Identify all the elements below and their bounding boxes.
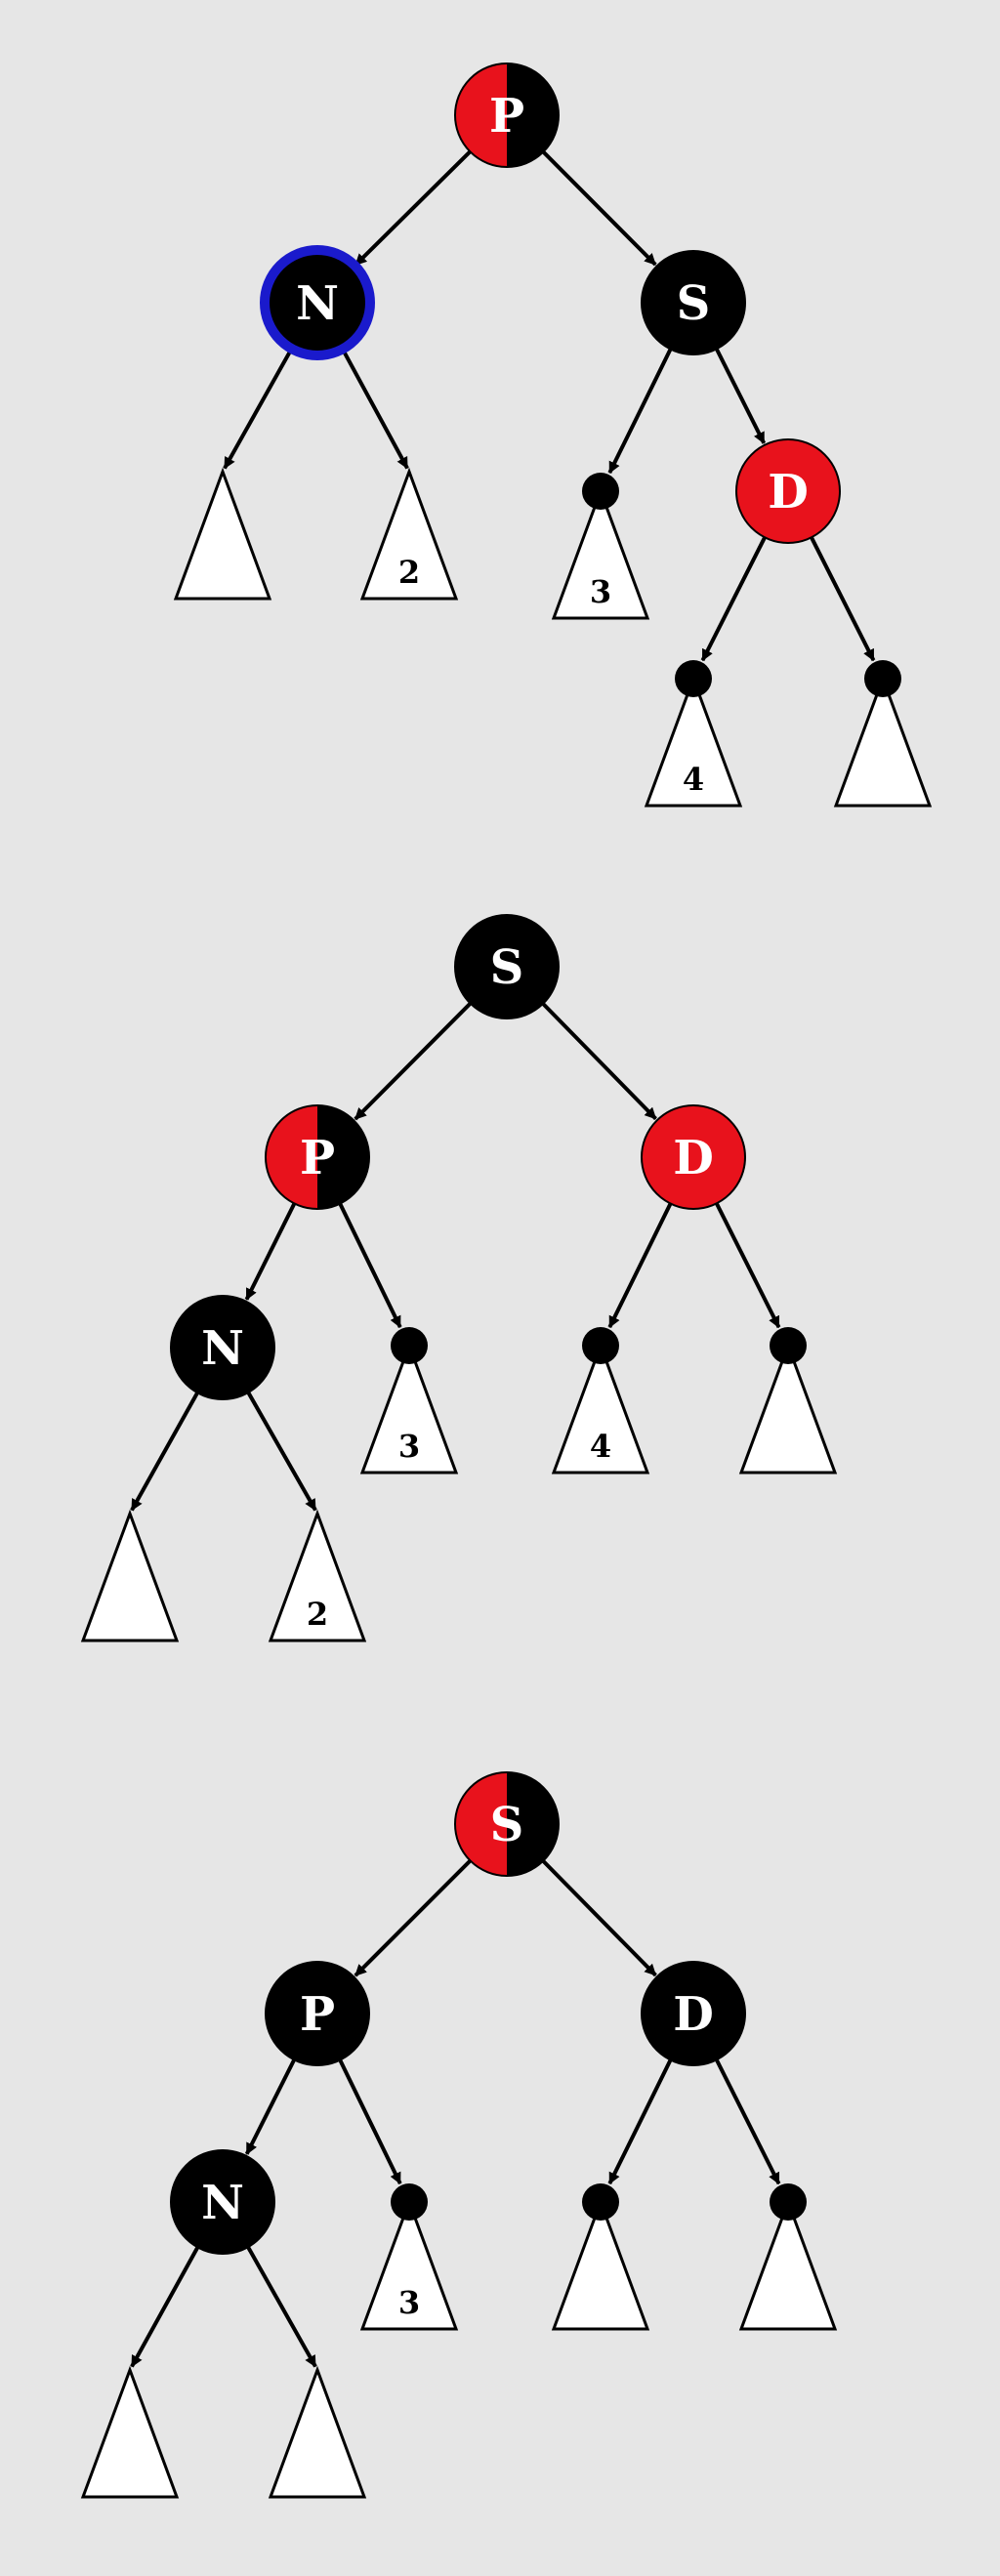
subtree-triangle	[268, 1509, 367, 1642]
subtree-step-2-c	[738, 1327, 838, 1475]
node-label: P	[489, 89, 524, 144]
tree-node-step-2-N: N	[170, 1295, 275, 1400]
subtree-step-3-d	[80, 2365, 180, 2499]
subtree-step-1-c: 3	[551, 473, 650, 620]
subtree-step-2-a: 3	[359, 1327, 459, 1475]
subtree-triangle	[551, 486, 650, 620]
null-node-dot	[582, 2183, 619, 2221]
edge-step-3-N-e	[246, 2246, 317, 2368]
edge-step-2-D-b	[607, 1202, 673, 1329]
null-node-dot	[770, 1327, 807, 1364]
subtree-label: 2	[398, 554, 420, 591]
node-label: N	[201, 1321, 244, 1376]
node-label: D	[673, 1987, 714, 2042]
edge-step-3-N-d	[130, 2246, 200, 2368]
highlight-ring	[260, 245, 375, 360]
edge-step-1-D-d	[700, 536, 767, 662]
subtree-triangle	[268, 2365, 367, 2499]
edge-step-2-S-D	[541, 1002, 657, 1121]
subtree-triangle	[173, 467, 272, 601]
node-label: D	[673, 1131, 714, 1185]
edge-step-2-D-c	[715, 1202, 781, 1329]
node-label: N	[201, 2176, 244, 2230]
subtree-triangle	[738, 2197, 838, 2331]
subtree-triangle	[359, 467, 459, 601]
null-node-dot	[675, 660, 712, 697]
subtree-triangle	[738, 1341, 838, 1475]
node-label: N	[296, 276, 339, 331]
subtree-label: 2	[307, 1596, 328, 1633]
edge-step-2-N-d	[130, 1392, 199, 1512]
subtree-step-2-b: 4	[551, 1327, 650, 1475]
null-node-dot	[391, 1327, 428, 1364]
edge-step-2-P-N	[244, 1202, 297, 1301]
edge-step-2-N-e	[246, 1392, 317, 1512]
subtree-triangle	[551, 2197, 650, 2331]
tree-node-step-1-P: P	[454, 62, 560, 168]
edge-step-1-D-e	[810, 536, 876, 662]
subtree-step-1-b: 2	[359, 467, 459, 601]
subtree-step-3-a: 3	[359, 2183, 459, 2331]
subtree-triangle	[833, 674, 933, 808]
null-node-dot	[770, 2183, 807, 2221]
edge-step-1-P-S	[541, 150, 657, 267]
tree-node-step-2-D: D	[641, 1104, 746, 1210]
tree-node-step-3-S: S	[454, 1771, 560, 1877]
tree-node-step-1-D: D	[735, 438, 841, 544]
tree-node-step-2-S: S	[454, 914, 560, 1019]
subtree-step-1-a	[173, 467, 272, 601]
subtree-step-2-e: 2	[268, 1509, 367, 1642]
subtree-triangle	[644, 674, 743, 808]
tree-node-step-3-P: P	[265, 1961, 370, 2066]
tree-node-step-1-N: N	[260, 245, 375, 360]
edge-step-1-P-N	[354, 149, 472, 267]
edge-step-3-P-a	[338, 2058, 402, 2185]
edge-step-3-D-b	[607, 2058, 673, 2185]
subtree-triangle	[359, 2197, 459, 2331]
edge-step-3-S-D	[541, 1859, 657, 1977]
subtree-step-3-e	[268, 2365, 367, 2499]
subtree-triangle	[80, 1509, 180, 1642]
edge-step-1-S-c	[607, 348, 673, 475]
node-label: P	[300, 1131, 335, 1185]
tree-node-step-1-S: S	[641, 250, 746, 355]
subtree-label: 3	[398, 2284, 420, 2321]
subtree-label: 4	[590, 1428, 611, 1465]
subtree-label: 4	[683, 761, 704, 798]
tree-node-step-3-D: D	[641, 1961, 746, 2066]
subtree-step-3-c	[738, 2183, 838, 2331]
node-label: S	[490, 940, 524, 995]
null-node-dot	[864, 660, 901, 697]
edge-step-1-N-b	[340, 347, 409, 470]
null-node-dot	[582, 1327, 619, 1364]
edge-step-2-P-a	[338, 1202, 402, 1329]
subtree-label: 3	[398, 1428, 420, 1465]
tree-node-step-3-N: N	[170, 2149, 275, 2255]
tree-node-step-2-P: P	[265, 1104, 370, 1210]
subtree-triangle	[80, 2365, 180, 2499]
node-label: D	[768, 465, 809, 519]
subtree-step-1-d: 4	[644, 660, 743, 808]
edge-step-2-S-P	[354, 1002, 473, 1121]
subtree-step-1-e	[833, 660, 933, 808]
subtree-triangle	[551, 1341, 650, 1475]
node-label: S	[490, 1798, 524, 1852]
node-label: S	[677, 276, 711, 331]
edge-step-3-D-c	[715, 2058, 781, 2185]
edge-step-3-P-N	[244, 2058, 296, 2155]
edge-step-1-N-a	[223, 347, 294, 470]
node-label: P	[300, 1987, 335, 2042]
edge-step-3-S-P	[354, 1859, 472, 1977]
null-node-dot	[582, 473, 619, 510]
subtree-label: 3	[590, 573, 611, 610]
subtree-step-3-b	[551, 2183, 650, 2331]
null-node-dot	[391, 2183, 428, 2221]
subtree-step-2-d	[80, 1509, 180, 1642]
edge-step-1-S-D	[715, 348, 767, 444]
subtree-triangle	[359, 1341, 459, 1475]
